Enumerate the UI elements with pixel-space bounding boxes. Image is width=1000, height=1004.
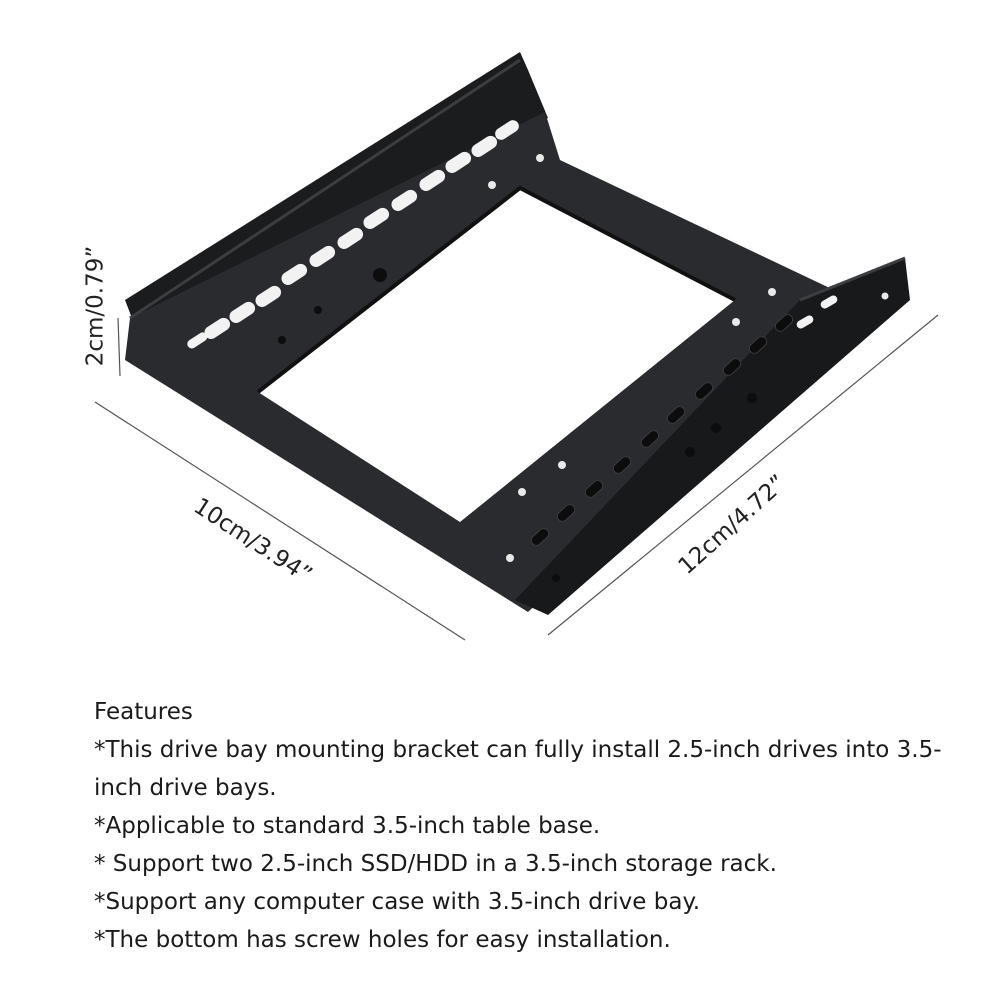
feature-item: *This drive bay mounting bracket can ful…	[94, 737, 942, 801]
right-rail-end-slots	[796, 295, 838, 329]
right-rail-slots	[530, 314, 794, 546]
length-guide-line	[547, 314, 939, 636]
left-rail-slots	[187, 120, 519, 349]
base-screw-holes	[488, 154, 889, 562]
feature-item: *Applicable to standard 3.5-inch table b…	[94, 813, 601, 839]
base-dimples	[278, 268, 757, 582]
feature-item: * Support two 2.5-inch SSD/HDD in a 3.5-…	[94, 851, 777, 877]
width-guide-line	[94, 401, 466, 641]
feature-item: *Support any computer case with 3.5-inch…	[94, 889, 701, 915]
bracket	[125, 52, 910, 615]
features-title: Features	[94, 699, 193, 725]
height-guide-line	[117, 317, 121, 377]
height-dimension-label: 2cm/0.79”	[82, 245, 109, 367]
feature-item: *The bottom has screw holes for easy ins…	[94, 927, 671, 953]
features-list: Features *This drive bay mounting bracke…	[94, 693, 974, 959]
